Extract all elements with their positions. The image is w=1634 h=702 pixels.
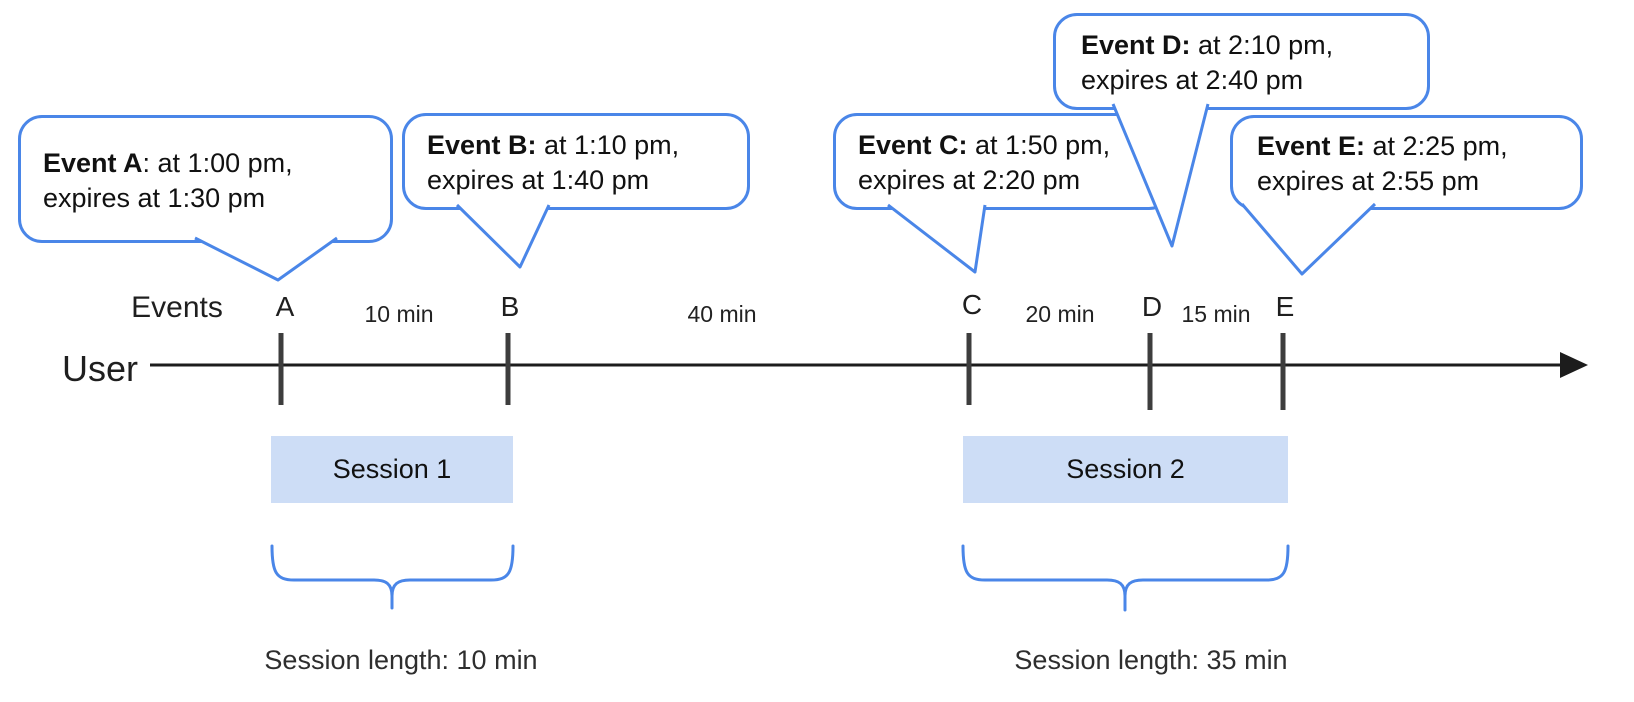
bubble-a-line2: expires at 1:30 pm <box>43 183 266 213</box>
event-a-title: Event A <box>43 148 143 178</box>
event-d-title: Event D: <box>1081 30 1191 60</box>
event-a-time: : at 1:00 pm, <box>142 148 293 178</box>
session-1-length-label: Session length: 10 min <box>264 645 538 675</box>
event-letter-a: A <box>275 291 295 322</box>
event-letter-e: E <box>1275 291 1295 322</box>
timeline-arrowhead-icon <box>1560 352 1588 378</box>
event-letter-b: B <box>500 291 520 322</box>
gap-label-b-c: 40 min <box>687 301 757 327</box>
bubble-e-tail <box>1240 202 1377 276</box>
gap-label-a-b: 10 min <box>364 301 434 327</box>
event-b-title: Event B: <box>427 130 537 160</box>
bubble-b-line2: expires at 1:40 pm <box>427 165 650 195</box>
gap-label-c-d: 20 min <box>1025 301 1095 327</box>
session-1-brace <box>270 544 515 610</box>
session-2-label: Session 2 <box>1066 454 1185 484</box>
session-1-label: Session 1 <box>332 454 452 484</box>
event-b-time: at 1:10 pm, <box>536 130 680 160</box>
event-c-title: Event C: <box>858 130 968 160</box>
event-e-time: at 2:25 pm, <box>1365 131 1508 161</box>
event-d-time: at 2:10 pm, <box>1190 30 1334 60</box>
bubble-d-line2: expires at 2:40 pm <box>1081 65 1304 95</box>
session-1-bar: Session 1 <box>271 436 513 503</box>
event-bubble-a: Event A: at 1:00 pm, expires at 1:30 pm <box>18 115 393 243</box>
bubble-d-line1: Event D: at 2:10 pm, <box>1081 28 1411 63</box>
bubble-b-line1: Event B: at 1:10 pm, <box>427 128 731 163</box>
bubble-a-tail <box>194 236 338 282</box>
bubble-c-tail <box>887 203 987 274</box>
event-bubble-d: Event D: at 2:10 pm, expires at 2:40 pm <box>1053 13 1430 110</box>
event-bubble-b: Event B: at 1:10 pm, expires at 1:40 pm <box>402 113 750 210</box>
bubble-c-line1: Event C: at 1:50 pm, <box>858 128 1154 163</box>
event-bubble-e: Event E: at 2:25 pm, expires at 2:55 pm <box>1230 115 1583 210</box>
session-2-length-label: Session length: 35 min <box>1014 645 1288 675</box>
event-letter-d: D <box>1141 291 1163 322</box>
bubble-e-line1: Event E: at 2:25 pm, <box>1257 129 1564 164</box>
gap-label-d-e: 15 min <box>1181 301 1251 327</box>
event-bubble-c: Event C: at 1:50 pm, expires at 2:20 pm <box>833 113 1173 210</box>
bubble-a-line1: Event A: at 1:00 pm, <box>43 146 370 181</box>
event-c-time: at 1:50 pm, <box>967 130 1111 160</box>
user-axis-label: User <box>62 348 139 389</box>
session-2-bar: Session 2 <box>963 436 1288 503</box>
bubble-e-line2: expires at 2:55 pm <box>1257 166 1480 196</box>
events-axis-label: Events <box>131 291 223 324</box>
event-e-title: Event E: <box>1257 131 1366 161</box>
session-2-brace <box>961 544 1290 612</box>
bubble-b-tail <box>455 203 551 269</box>
event-letter-c: C <box>961 289 983 320</box>
bubble-c-line2: expires at 2:20 pm <box>858 165 1081 195</box>
